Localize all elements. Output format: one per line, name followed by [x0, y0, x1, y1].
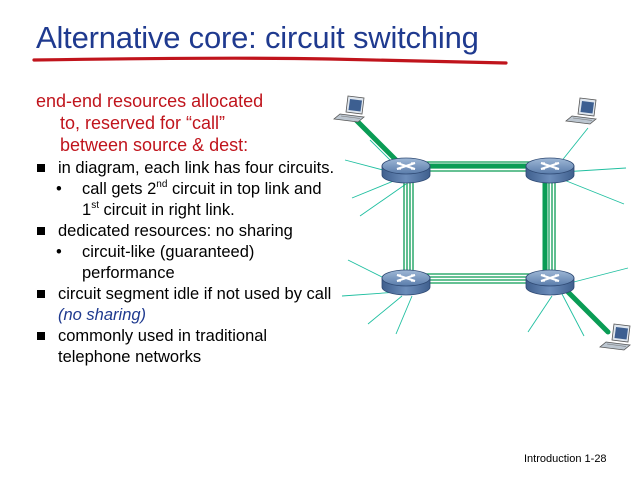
- sub-text: circuit-like (guaranteed) performance: [82, 243, 255, 282]
- sub-bullet-performance: • circuit-like (guaranteed) performance: [36, 242, 336, 284]
- intro-text: end-end resources allocated to, reserved…: [36, 90, 336, 156]
- bullet-text: commonly used in traditional telephone n…: [58, 327, 268, 366]
- no-sharing-emphasis: (no sharing): [58, 306, 147, 324]
- sup-nd: nd: [156, 178, 168, 190]
- sub-bullet-call-circuits: • call gets 2nd circuit in top link and …: [36, 179, 336, 221]
- computer-icon: [333, 95, 365, 123]
- slide-footer: Introduction 1-28: [524, 453, 607, 465]
- call-path: [351, 115, 611, 335]
- sub-text-post: circuit in right link.: [98, 201, 235, 219]
- bullet-four-circuits: in diagram, each link has four circuits.: [36, 158, 336, 179]
- router-icon: [524, 268, 576, 297]
- bullet-telephone-networks: commonly used in traditional telephone n…: [36, 326, 336, 368]
- bullet-dedicated-resources: dedicated resources: no sharing: [36, 221, 336, 242]
- slide-title: Alternative core: circuit switching: [36, 20, 479, 55]
- square-bullet-icon: [37, 164, 45, 172]
- circuit-network-diagram: [333, 95, 631, 351]
- router-icon: [380, 156, 432, 185]
- bullet-text: in diagram, each link has four circuits.: [58, 159, 335, 177]
- router-icon: [524, 156, 576, 185]
- router-icon: [380, 268, 432, 297]
- sup-st: st: [91, 199, 99, 211]
- intro-line-3: between source & dest:: [60, 135, 249, 155]
- square-bullet-icon: [37, 332, 45, 340]
- square-bullet-icon: [37, 227, 45, 235]
- slide-body: end-end resources allocated to, reserved…: [36, 90, 336, 368]
- sub-text-pre: call gets 2: [82, 180, 157, 198]
- bullet-text: circuit segment idle if not used by call: [58, 285, 332, 303]
- bullet-text: dedicated resources: no sharing: [58, 222, 293, 240]
- square-bullet-icon: [37, 290, 45, 298]
- computer-icon: [565, 97, 597, 125]
- dot-bullet-icon: •: [56, 180, 62, 198]
- intro-line-2: to, reserved for “call”: [60, 113, 226, 133]
- dot-bullet-icon: •: [56, 243, 62, 261]
- intro-line-1: end-end resources allocated: [36, 91, 264, 111]
- sub-text-mid: circuit in top link and 1: [82, 180, 322, 219]
- title-underline: [32, 56, 508, 65]
- bullet-idle-segment: circuit segment idle if not used by call…: [36, 284, 336, 326]
